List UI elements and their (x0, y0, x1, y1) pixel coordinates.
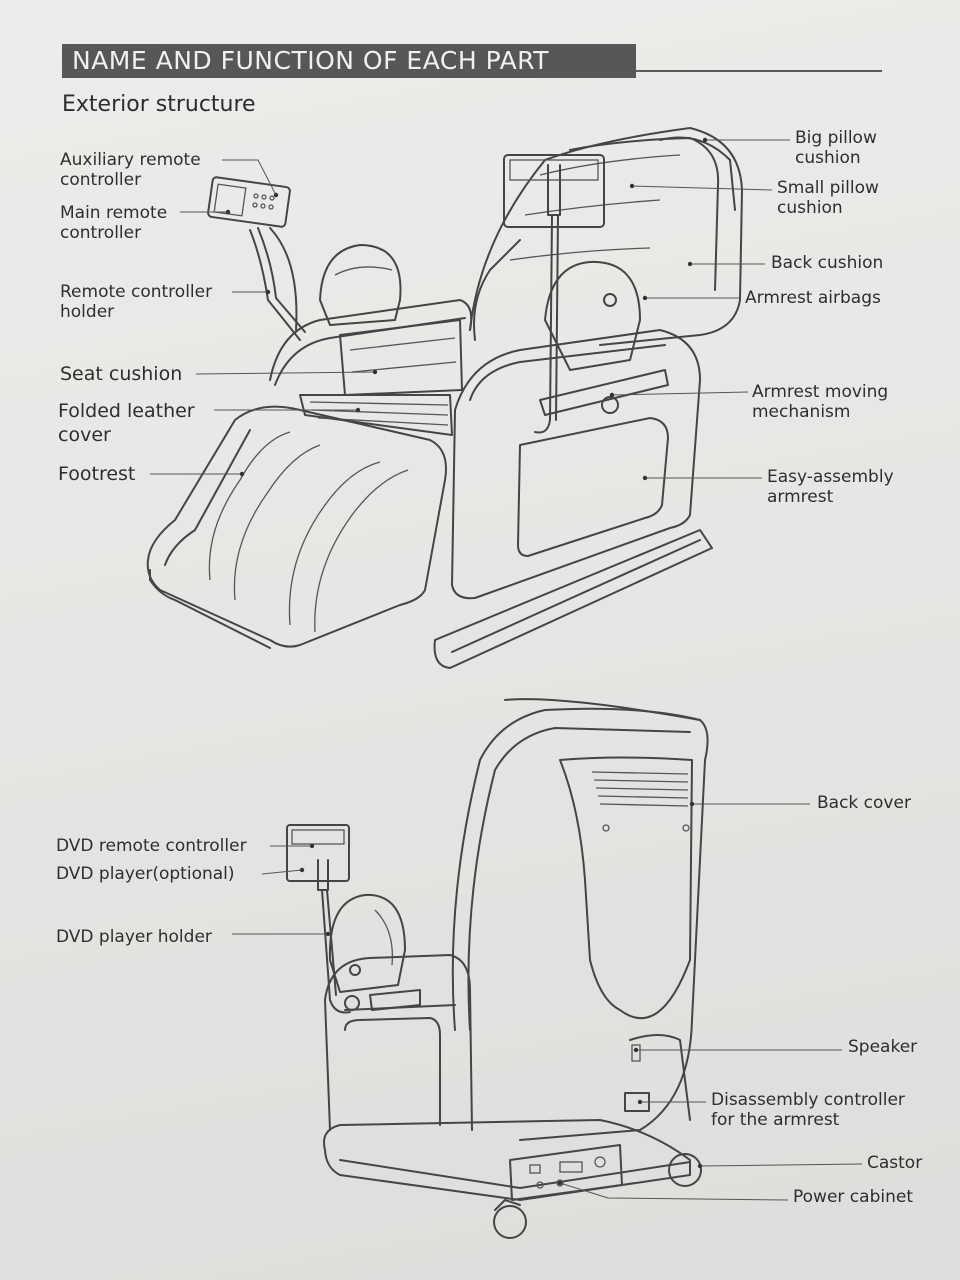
label-line: controller (60, 170, 142, 190)
label-footrest: Footrest (58, 463, 136, 485)
label-main-remote: Main remote controller (60, 203, 167, 243)
label-line: Small pillow (777, 178, 879, 198)
page-title: NAME AND FUNCTION OF EACH PART (72, 46, 549, 75)
label-dvd-holder: DVD player holder (56, 927, 212, 947)
label-line: armrest (767, 487, 834, 507)
label-line: Folded leather (58, 400, 195, 422)
label-castor: Castor (867, 1153, 923, 1173)
label-back-cushion: Back cushion (771, 253, 884, 273)
front-chair-drawing (146, 127, 743, 669)
label-line: Remote controller (60, 282, 213, 302)
label-auxiliary-remote: Auxiliary remote controller (60, 150, 201, 190)
label-disassembly-controller: Disassembly controller for the armrest (711, 1090, 905, 1130)
label-armrest-airbags: Armrest airbags (745, 288, 881, 308)
section-header-bar (62, 44, 636, 78)
label-line: Main remote (60, 203, 168, 223)
label-speaker: Speaker (848, 1037, 918, 1057)
label-line: mechanism (752, 402, 851, 422)
label-line: Big pillow (795, 128, 877, 148)
label-line: Easy-assembly (767, 467, 894, 487)
label-folded-leather: Folded leather cover (58, 399, 195, 447)
label-line: controller (60, 223, 142, 243)
label-line: Auxiliary remote (60, 150, 201, 170)
label-dvd-player: DVD player(optional) (56, 864, 235, 884)
label-armrest-moving: Armrest moving mechanism (752, 382, 888, 422)
header-rule (636, 70, 882, 72)
label-line: cover (58, 424, 111, 446)
label-line: cushion (777, 198, 843, 218)
label-small-pillow: Small pillow cushion (777, 178, 879, 218)
label-dvd-remote: DVD remote controller (56, 836, 247, 856)
label-line: Disassembly controller (711, 1090, 905, 1110)
back-chair-drawing (286, 698, 709, 1239)
leader-lines (150, 137, 863, 1201)
section-subtitle: Exterior structure (62, 92, 256, 117)
label-power-cabinet: Power cabinet (793, 1187, 913, 1207)
label-line: Armrest moving (752, 382, 889, 402)
label-line: holder (60, 302, 115, 322)
label-back-cover: Back cover (817, 793, 911, 813)
label-big-pillow: Big pillow cushion (795, 128, 877, 168)
label-seat-cushion: Seat cushion (60, 363, 183, 385)
label-line: for the armrest (711, 1110, 840, 1130)
label-line: cushion (795, 148, 861, 168)
label-easy-assembly: Easy-assembly armrest (767, 467, 894, 507)
label-remote-holder: Remote controller holder (60, 282, 212, 322)
